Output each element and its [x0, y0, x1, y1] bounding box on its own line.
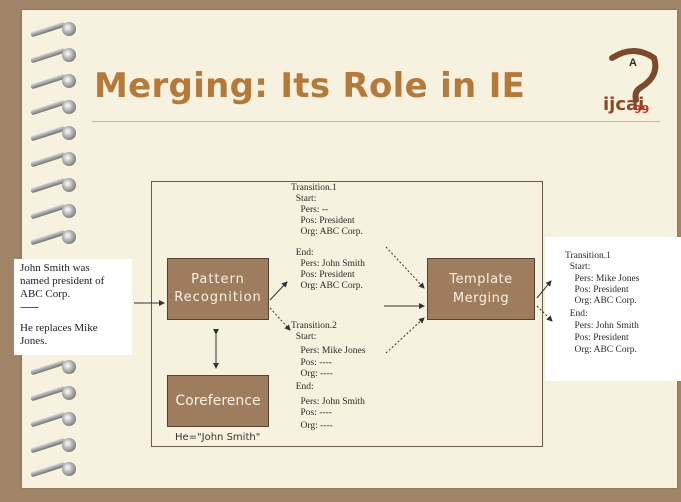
- template-line: Org: ----: [291, 421, 333, 431]
- transition2-to-merging-arrow: [385, 317, 425, 354]
- input-line: named president of: [20, 275, 105, 287]
- spiral-ring-icon: [30, 73, 82, 90]
- spiral-ring-icon: [30, 125, 82, 142]
- template-line: Pos: President: [291, 270, 355, 280]
- slide-title: Merging: Its Role in IE: [94, 66, 526, 106]
- coreference-note: He="John Smith": [175, 432, 261, 443]
- template-line: Pos: President: [291, 216, 355, 226]
- spiral-ring-icon: [30, 461, 82, 478]
- input-text-panel: John Smith was named president of ABC Co…: [14, 259, 132, 355]
- logo-text: ijcai: [603, 94, 645, 115]
- template-box-line: Merging: [452, 291, 510, 306]
- template-line: Transition.1: [291, 183, 337, 193]
- template-line: Start:: [291, 194, 317, 204]
- spiral-ring-icon: [30, 437, 82, 454]
- template-line: End:: [291, 382, 314, 392]
- output-line: Start:: [565, 262, 591, 272]
- output-line: Org: ABC Corp.: [565, 296, 637, 306]
- logo-year: 99: [634, 103, 650, 116]
- pattern-recognition-box: Pattern Recognition: [167, 258, 269, 320]
- output-line: Pos: President: [565, 333, 629, 343]
- template-box-line: Template: [449, 272, 513, 287]
- template-line: Org: ABC Corp.: [291, 227, 363, 237]
- pattern-to-transition2-arrow: [269, 307, 291, 331]
- template-line: Pers: Mike Jones: [291, 346, 366, 356]
- template-line: Pos: ----: [291, 358, 332, 368]
- input-line: ABC Corp.: [20, 288, 71, 300]
- pattern-to-transition1-arrow: [269, 281, 288, 301]
- input-separator: ..................: [20, 301, 39, 310]
- template-line: Pers: John Smith: [291, 397, 365, 407]
- template-line: Org: ----: [291, 369, 333, 379]
- spiral-ring-icon: [30, 359, 82, 376]
- coreference-box: Coreference: [167, 375, 269, 427]
- template-line: Transition.2: [291, 321, 337, 331]
- spiral-ring-icon: [30, 411, 82, 428]
- coreference-box-label: Coreference: [175, 393, 261, 409]
- spiral-ring-icon: [30, 99, 82, 116]
- pattern-box-line: Pattern: [191, 272, 245, 287]
- pattern-box-line: Recognition: [174, 290, 262, 305]
- spiral-ring-icon: [30, 177, 82, 194]
- logo-letter: A: [629, 57, 637, 69]
- pipeline-frame: [151, 181, 543, 447]
- input-line: He replaces Mike: [20, 322, 98, 334]
- spiral-ring-icon: [30, 47, 82, 64]
- ijcai-logo-icon: A: [609, 48, 659, 103]
- template-line: Pos: ----: [291, 408, 332, 418]
- template-line: Pers: --: [291, 205, 329, 215]
- output-line: Pers: Mike Jones: [565, 274, 640, 284]
- output-line: Transition.1: [565, 251, 611, 261]
- template-line: Start:: [291, 332, 317, 342]
- output-template-panel: Transition.1 Start: Pers: Mike Jones Pos…: [545, 237, 681, 381]
- spiral-ring-icon: [30, 151, 82, 168]
- output-line: Pers: John Smith: [565, 321, 639, 331]
- output-line: Pos: President: [565, 285, 629, 295]
- input-line: John Smith was: [20, 262, 90, 274]
- title-divider: [92, 121, 660, 122]
- spiral-ring-icon: [30, 229, 82, 246]
- spiral-ring-icon: [30, 21, 82, 38]
- spiral-ring-icon: [30, 203, 82, 220]
- template-merging-box: Template Merging: [427, 258, 535, 320]
- merging-to-output-start-arrow: [536, 280, 552, 299]
- input-line: Jones.: [20, 335, 48, 347]
- output-line: End:: [565, 309, 588, 319]
- spiral-ring-icon: [30, 385, 82, 402]
- transition1-to-merging-arrow: [385, 246, 425, 289]
- template-line: Pers: John Smith: [291, 259, 365, 269]
- template-line: Org: ABC Corp.: [291, 281, 363, 291]
- output-line: Org: ABC Corp.: [565, 345, 637, 355]
- merging-to-output-end-arrow: [536, 305, 553, 322]
- template-line: End:: [291, 248, 314, 258]
